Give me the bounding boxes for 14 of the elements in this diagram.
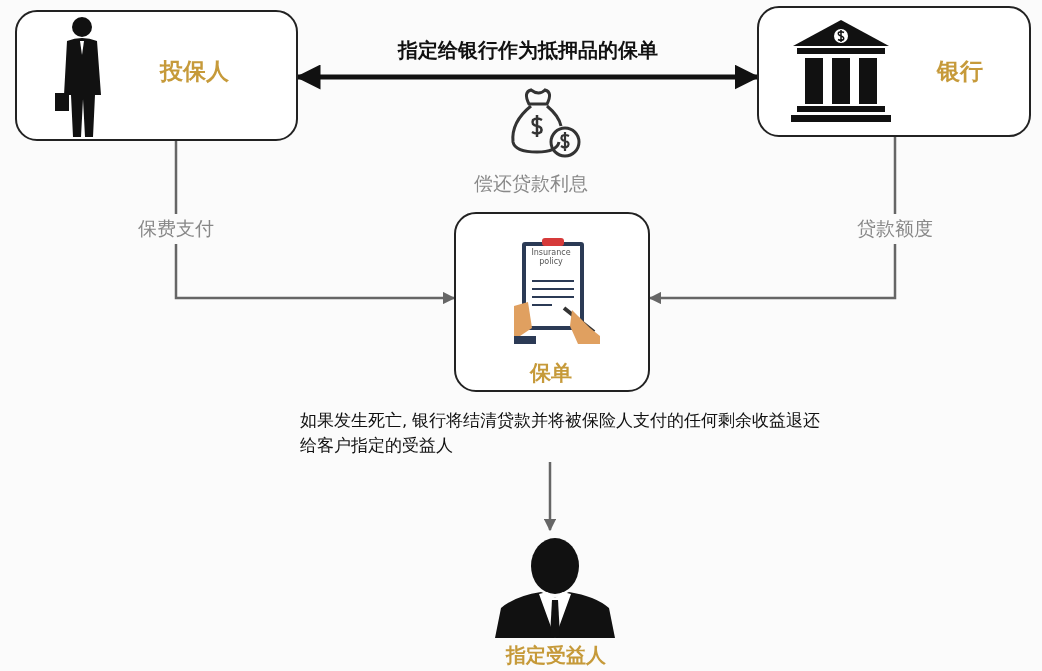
arrow: [648, 137, 897, 305]
arrow: [174, 141, 456, 305]
node-title: 投保人: [160, 57, 229, 86]
node-title: 银行: [937, 57, 983, 86]
policy-title: Insurance policy: [530, 248, 572, 266]
rounded-box: [454, 212, 650, 392]
node-title: 保单: [530, 360, 572, 387]
arrow: [543, 462, 557, 532]
node-title: 指定受益人: [506, 642, 606, 669]
note-text: 如果发生死亡, 银行将结清贷款并将被保险人支付的任何剩余收益退还给客户指定的受益人: [300, 410, 822, 457]
edge-label: 指定给银行作为抵押品的保单: [396, 36, 659, 64]
rounded-box: [757, 6, 1031, 137]
rounded-box: [15, 10, 298, 141]
caption-text: 偿还贷款利息: [474, 171, 588, 196]
